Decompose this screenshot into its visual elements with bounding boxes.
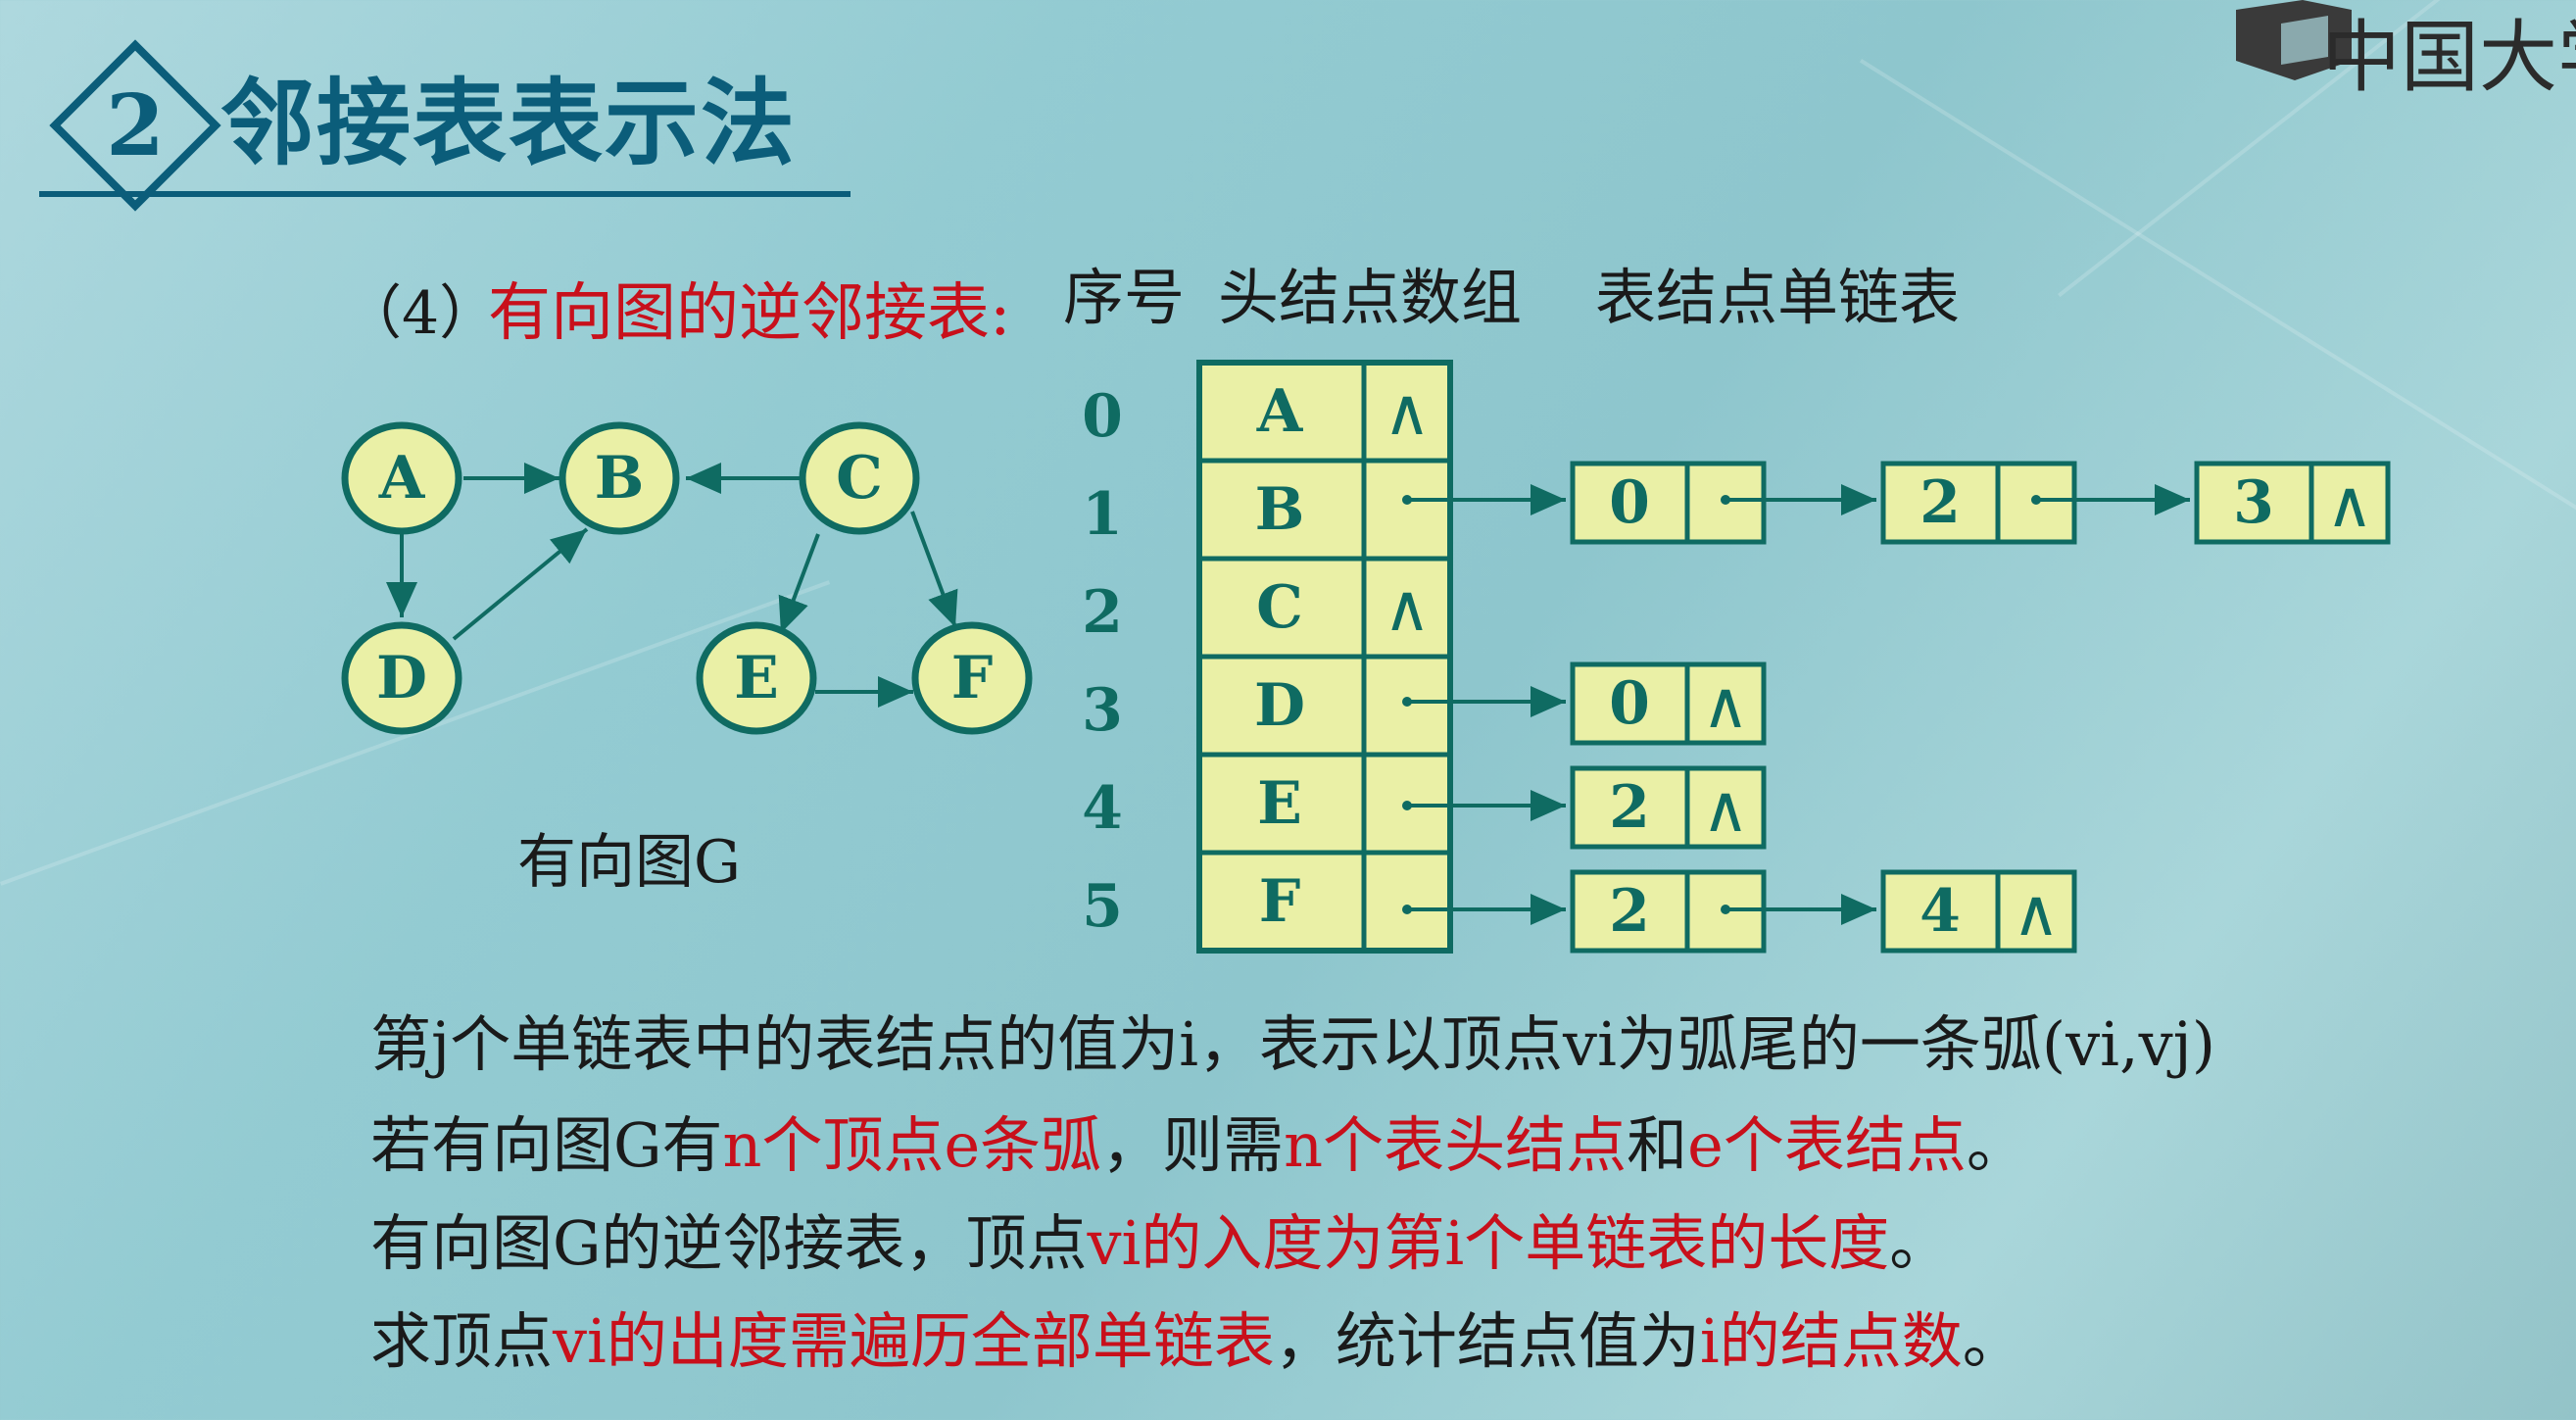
section-label: （4） xyxy=(343,279,499,348)
text-segment: 。 xyxy=(1962,1305,2023,1377)
column-label-head-array: 头结点数组 xyxy=(1218,262,1523,333)
list-node-f1-value: 2 xyxy=(1609,877,1650,946)
list-node-b2-value: 2 xyxy=(1920,468,1961,537)
list-node-f2 xyxy=(1880,869,2077,954)
edge-d-b xyxy=(452,527,589,641)
column-label-list: 表结点单链表 xyxy=(1595,262,1961,333)
title-underline xyxy=(39,191,851,197)
list-node-d1 xyxy=(1570,661,1767,746)
text-segment: ，则需 xyxy=(1101,1109,1285,1181)
head-index-5: 5 xyxy=(1082,872,1123,941)
head-vertex-e: E xyxy=(1257,769,1302,838)
highlight-segment: vi的入度为第i个单链表的长度 xyxy=(1087,1207,1890,1279)
list-node-e1-value: 2 xyxy=(1609,773,1650,842)
head-vertex-c: C xyxy=(1256,573,1303,642)
section-title: 有向图的逆邻接表: xyxy=(488,277,1011,350)
head-vertex-b: B xyxy=(1255,475,1305,544)
edge-c-e xyxy=(778,533,820,634)
head-index-4: 4 xyxy=(1082,774,1123,843)
text-segment: 有向图G的逆邻接表，顶点 xyxy=(370,1207,1088,1279)
graph-node-d-label: D xyxy=(376,644,427,712)
head-index-3: 3 xyxy=(1082,676,1123,745)
explanation-line-3: 有向图G的逆邻接表，顶点vi的入度为第i个单链表的长度。 xyxy=(370,1194,1950,1282)
highlight-segment: vi的出度需遍历全部单链表 xyxy=(553,1305,1275,1377)
null-pointer-d1: ∧ xyxy=(1702,667,1749,743)
edge-c-f xyxy=(910,511,958,628)
graph-node-b xyxy=(559,421,680,535)
explanation-line-1: 第j个单链表中的表结点的值为i，表示以顶点vi为弧尾的一条弧(vi,vj) xyxy=(370,995,2215,1083)
graph-node-c-label: C xyxy=(836,444,883,513)
null-pointer-b3: ∧ xyxy=(2326,466,2373,542)
list-node-b2 xyxy=(1880,461,2077,545)
explanation-line-4: 求顶点vi的出度需遍历全部单链表，统计结点值为i的结点数。 xyxy=(370,1292,2023,1380)
text-segment: 和 xyxy=(1627,1109,1688,1181)
list-node-b1 xyxy=(1570,461,1767,545)
head-vertex-a: A xyxy=(1256,377,1304,446)
graph-node-a xyxy=(341,421,462,535)
highlight-segment: e个表结点 xyxy=(1687,1109,1967,1181)
null-pointer-e1: ∧ xyxy=(1702,771,1749,847)
highlight-segment: n个表头结点 xyxy=(1284,1109,1628,1181)
list-node-b3-value: 3 xyxy=(2233,468,2274,537)
graph-node-f xyxy=(911,621,1033,735)
explanation-line-1-text: 第j个单链表中的表结点的值为i，表示以顶点vi为弧尾的一条弧(vi,vj) xyxy=(370,1008,2216,1080)
head-vertex-f: F xyxy=(1259,867,1301,936)
mooc-logo-text: 中国大学 xyxy=(2322,12,2576,103)
head-index-1: 1 xyxy=(1082,480,1123,549)
head-index-2: 2 xyxy=(1082,578,1123,647)
graph-node-e-label: E xyxy=(734,644,779,712)
graph-node-b-label: B xyxy=(595,444,645,513)
list-node-d1-value: 0 xyxy=(1609,669,1650,738)
list-node-b1-value: 0 xyxy=(1609,468,1650,537)
graph-node-f-label: F xyxy=(951,644,994,712)
graph-caption: 有向图G xyxy=(517,828,741,897)
page-title: 邻接表表示法 xyxy=(220,69,797,178)
list-node-f2-value: 4 xyxy=(1920,877,1961,946)
list-node-b3 xyxy=(2194,461,2391,545)
column-label-index: 序号 xyxy=(1063,262,1186,333)
highlight-segment: i的结点数 xyxy=(1699,1305,1963,1377)
graph-node-d xyxy=(341,621,462,735)
head-vertex-d: D xyxy=(1254,671,1305,740)
section-number: 2 xyxy=(106,75,165,175)
graph-node-a-label: A xyxy=(378,444,426,513)
text-segment: 。 xyxy=(1889,1207,1951,1279)
explanation-line-2: 若有向图G有n个顶点e条弧，则需n个表头结点和e个表结点。 xyxy=(370,1096,2027,1184)
highlight-segment: n个顶点e条弧 xyxy=(722,1109,1102,1181)
null-pointer-f2: ∧ xyxy=(2013,875,2060,951)
graph-node-e xyxy=(696,621,817,735)
null-pointer-a: ∧ xyxy=(1384,374,1431,450)
graph-node-c xyxy=(799,421,920,535)
list-node-e1 xyxy=(1570,765,1767,850)
text-segment: ，统计结点值为 xyxy=(1274,1305,1700,1377)
head-index-0: 0 xyxy=(1082,382,1123,451)
text-segment: 若有向图G有 xyxy=(370,1109,723,1181)
null-pointer-c: ∧ xyxy=(1384,570,1431,646)
section-number-diamond-icon xyxy=(49,39,221,212)
text-segment: 。 xyxy=(1966,1109,2027,1181)
mooc-logo-icon xyxy=(2236,0,2352,80)
text-segment: 求顶点 xyxy=(370,1305,554,1377)
